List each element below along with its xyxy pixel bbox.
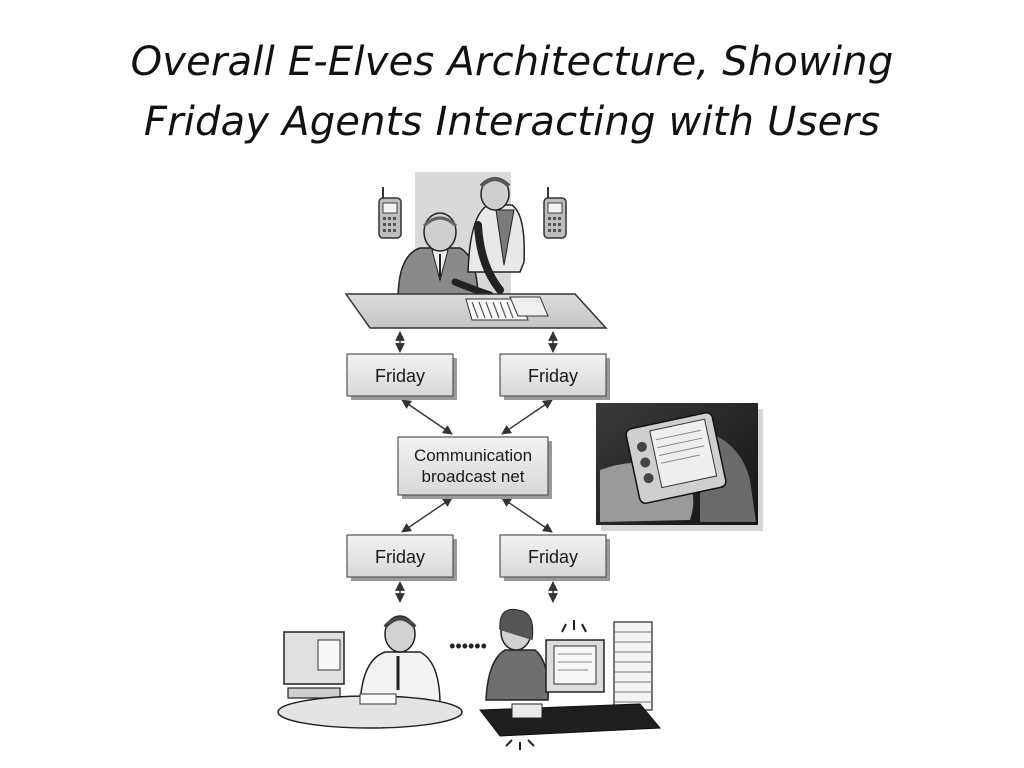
user-man-at-computer xyxy=(277,615,463,729)
friday-box-bottom-right: Friday xyxy=(499,534,610,581)
pda-icon xyxy=(625,412,727,504)
slide-title: Overall E-Elves Architecture, Showing Fr… xyxy=(0,32,1024,152)
mobile-phone-icon xyxy=(378,187,402,239)
friday-box-bottom-left: Friday xyxy=(346,534,457,581)
meeting-illustration xyxy=(344,172,608,329)
mobile-phone-icon xyxy=(543,187,567,239)
friday-box-top-right: Friday xyxy=(499,353,610,400)
communication-hub-box: Communication broadcast net xyxy=(397,436,552,499)
computer-monitor-icon xyxy=(283,631,345,699)
friday-label: Friday xyxy=(528,366,578,386)
friday-box-top-left: Friday xyxy=(346,353,457,400)
hub-label-line-2: broadcast net xyxy=(421,467,524,486)
desk-phone-icon xyxy=(511,703,543,719)
ringing-lines-icon xyxy=(505,739,535,750)
hub-label-line-1: Communication xyxy=(414,446,532,465)
friday-label: Friday xyxy=(375,366,425,386)
arrow-friday-right-to-hub xyxy=(501,399,553,435)
handheld-device-photo xyxy=(596,403,763,531)
arrow-hub-to-friday-bottom-right xyxy=(501,497,553,533)
ellipsis-dots: •••••• xyxy=(449,636,487,656)
arrow-hub-to-friday-bottom-left xyxy=(401,497,453,533)
user-woman-at-computer xyxy=(479,608,662,750)
stress-lines-icon xyxy=(561,620,587,633)
paper-stack-icon xyxy=(613,621,653,711)
connector-arrows xyxy=(395,331,558,603)
friday-label: Friday xyxy=(375,547,425,567)
arrow-friday-left-to-hub xyxy=(401,399,453,435)
title-line-1: Overall E-Elves Architecture, Showing xyxy=(130,39,894,85)
friday-label: Friday xyxy=(528,547,578,567)
document-icon xyxy=(465,296,549,321)
seated-man-figure xyxy=(397,212,494,301)
title-line-2: Friday Agents Interacting with Users xyxy=(143,99,881,145)
standing-man-figure xyxy=(467,177,525,294)
computer-monitor-icon xyxy=(545,639,605,693)
